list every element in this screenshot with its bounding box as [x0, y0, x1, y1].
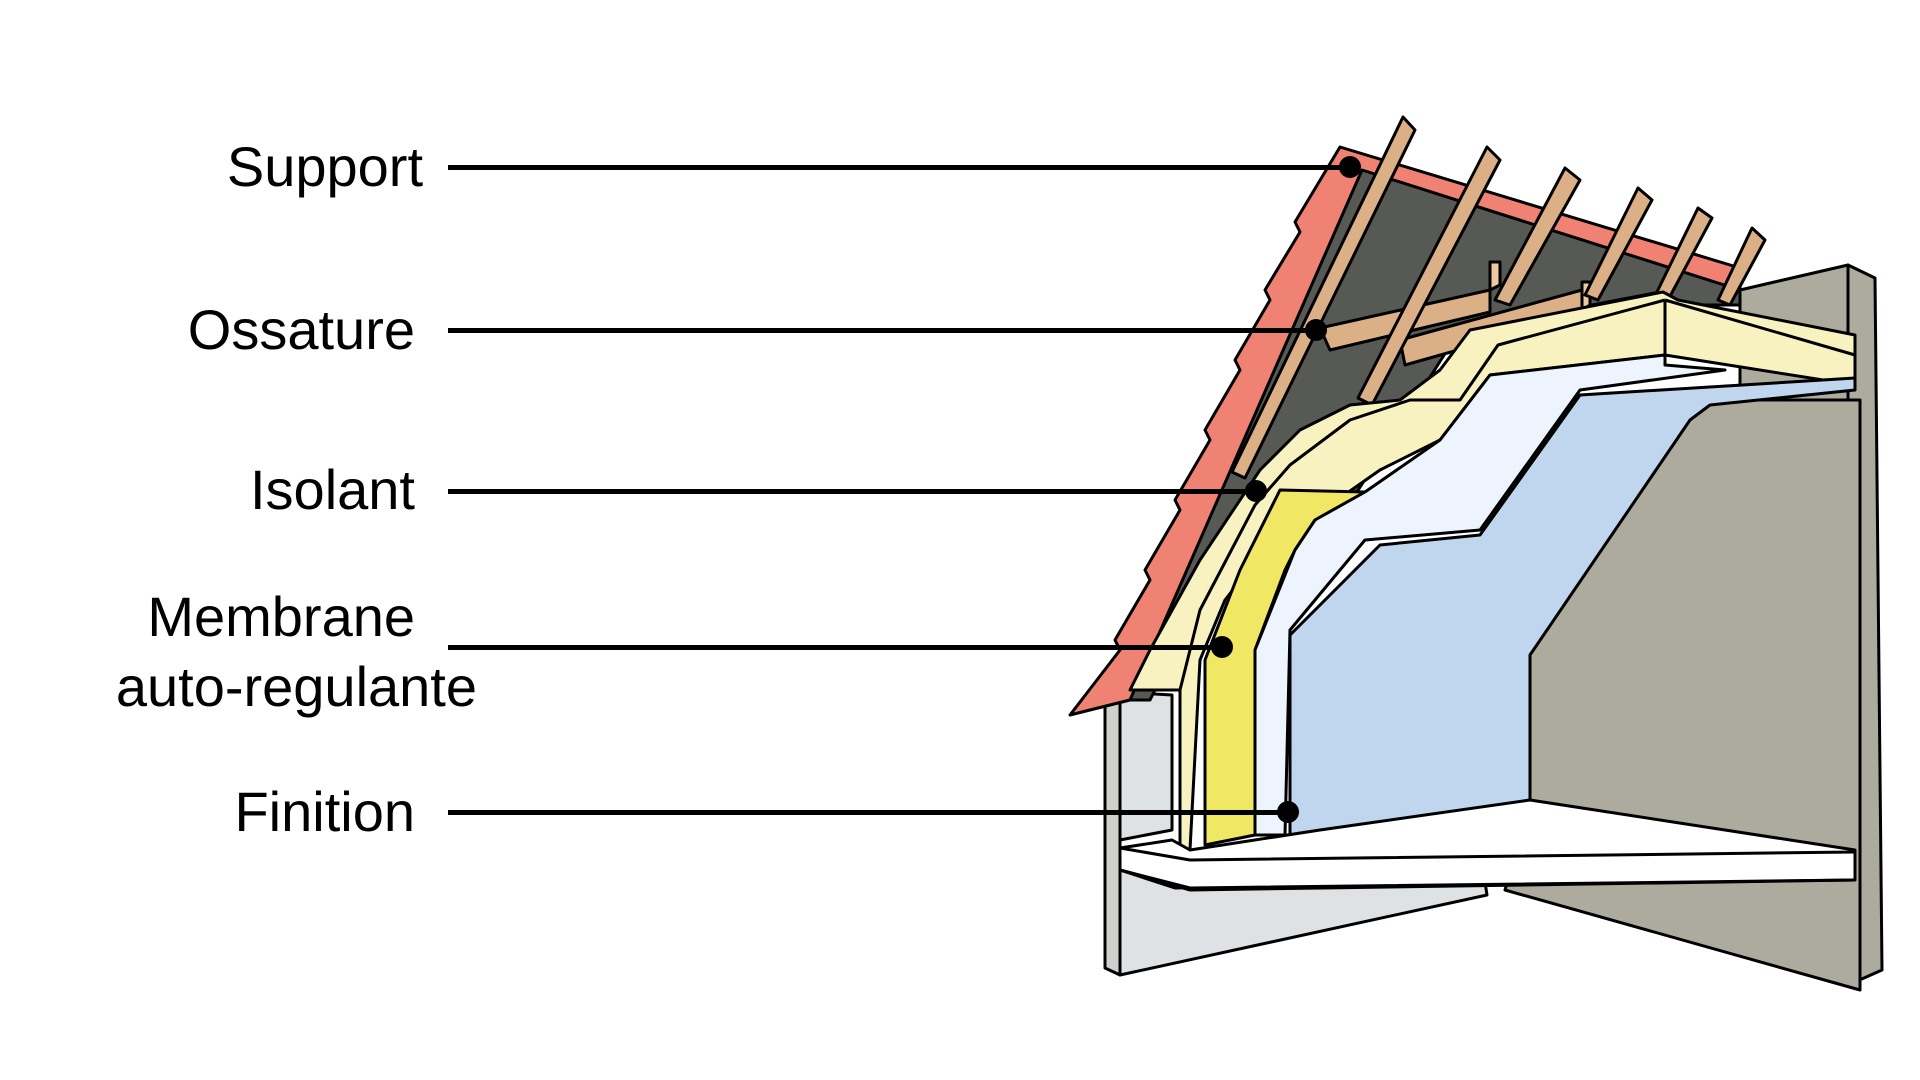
finish-board-layer [1288, 376, 1857, 842]
label-ossature: Ossature [187, 298, 415, 361]
leader-line-finition [448, 810, 1290, 815]
label-membrane-line2: auto-regulante [115, 655, 477, 718]
leader-line-ossature [448, 328, 1318, 333]
label-finition: Finition [234, 780, 415, 843]
rafters [1230, 115, 1767, 480]
leader-line-support [448, 165, 1353, 170]
pointer-dot-finition [1277, 801, 1299, 823]
pointer-dot-support [1339, 156, 1361, 178]
floor-slab [1118, 798, 1857, 892]
label-isolant: Isolant [250, 458, 415, 521]
label-support: Support [226, 135, 423, 198]
pointer-dot-ossature [1305, 319, 1327, 341]
label-membrane: Membrane [147, 585, 415, 648]
leader-line-isolant [448, 489, 1258, 494]
pointer-dot-isolant [1245, 480, 1267, 502]
vapor-gap-layer [1253, 353, 1727, 837]
pointer-dot-membrane [1211, 636, 1233, 658]
leader-line-membrane [448, 645, 1224, 650]
